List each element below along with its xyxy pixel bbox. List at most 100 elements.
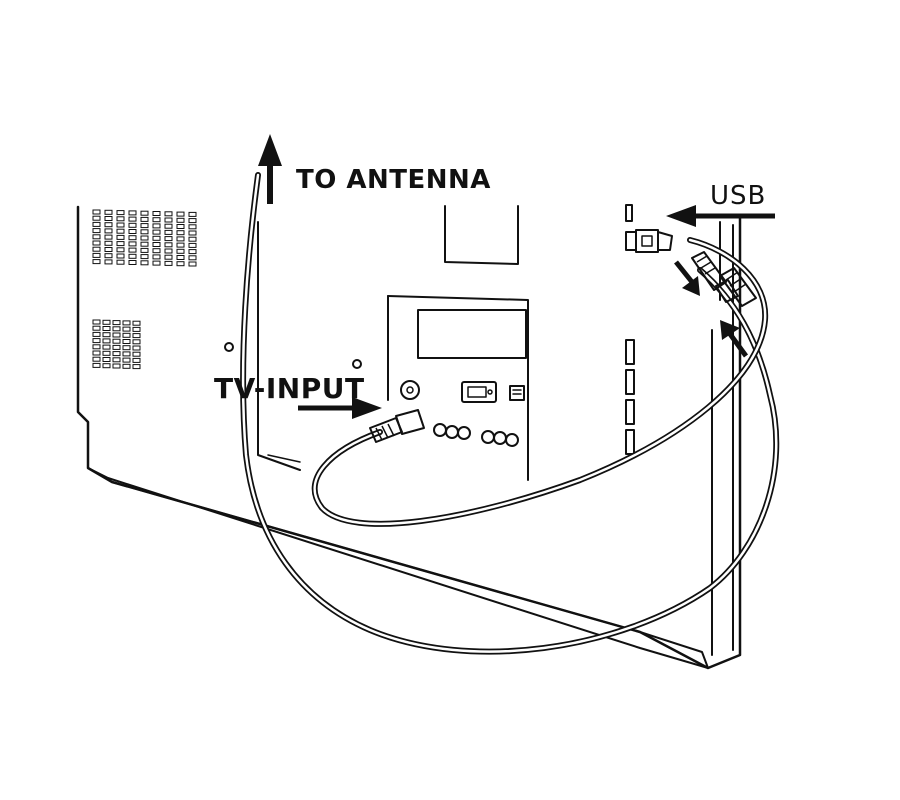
vent-slot: [164, 254, 173, 260]
vent-slot: [116, 228, 125, 234]
vent-slot: [92, 228, 101, 234]
lan-port: [509, 385, 525, 401]
vent-slot: [188, 230, 197, 236]
vent-slot: [112, 351, 121, 357]
vent-slot: [152, 229, 161, 235]
vent-slot: [112, 344, 121, 350]
vent-slot: [176, 230, 185, 236]
vent-slot: [116, 234, 125, 240]
vent-slot: [152, 223, 161, 229]
vent-slot: [152, 242, 161, 247]
vent-slot: [102, 332, 111, 338]
usb-adapter-plugs: [691, 251, 757, 307]
usb-port: [625, 231, 637, 251]
vent-slot: [140, 216, 149, 222]
vent-slot: [92, 350, 101, 356]
vent-slot: [122, 326, 131, 332]
vent-slot: [164, 236, 173, 242]
vent-slot: [188, 255, 197, 261]
tv-rear-panel: [76, 205, 742, 670]
usb-arrow-icon: [666, 205, 775, 227]
vent-slot: [164, 260, 173, 266]
vent-slot: [122, 363, 131, 369]
side-ports: [625, 204, 637, 455]
vent-slot: [176, 211, 185, 217]
vent-slot: [92, 259, 101, 265]
vent-slot: [92, 234, 101, 240]
vent-slot: [176, 261, 185, 267]
vent-slot: [128, 229, 137, 234]
vent-slot: [122, 320, 131, 326]
vent-slot: [116, 210, 125, 216]
vent-slot: [188, 249, 197, 255]
vent-slot: [102, 319, 111, 325]
vent-slot: [104, 222, 113, 228]
vent-slot: [92, 209, 101, 215]
vent-slot: [92, 246, 101, 252]
vent-slot: [132, 339, 141, 345]
vent-slot: [122, 345, 131, 351]
vent-slot: [92, 221, 101, 227]
vent-slot: [140, 210, 149, 216]
vent-slot: [152, 248, 161, 254]
hdmi-port-3: [625, 399, 635, 425]
vent-slot: [128, 210, 137, 216]
vent-slot: [164, 211, 173, 217]
vent-slot: [122, 357, 131, 363]
vent-slot: [112, 332, 121, 338]
vent-slot: [176, 255, 185, 260]
vent-slot: [122, 332, 131, 338]
vga-port: [461, 381, 497, 403]
vent-slot: [164, 242, 173, 248]
vent-slot: [116, 216, 125, 222]
hdmi-port-4: [625, 429, 635, 455]
vent-slot: [92, 215, 101, 221]
vent-slot: [92, 362, 101, 368]
hdmi-port-1: [625, 339, 635, 365]
vent-slot: [92, 252, 101, 258]
vent-slot: [152, 260, 161, 266]
vent-slot: [104, 247, 113, 252]
vent-slot: [112, 338, 121, 344]
vent-slot: [128, 260, 137, 265]
vent-slot: [164, 229, 173, 235]
vent-slot: [112, 357, 121, 363]
vent-slot: [164, 217, 173, 223]
hdmi-port-2: [625, 369, 635, 395]
tv-input-arrow-icon: [298, 397, 382, 419]
vent-grille-lower: [92, 319, 141, 370]
vent-slot: [102, 326, 111, 331]
vent-slot: [164, 223, 173, 229]
antenna-port: [400, 380, 420, 400]
vent-slot: [140, 235, 149, 241]
vent-slot: [92, 344, 101, 350]
vent-slot: [132, 326, 141, 332]
vent-slot: [128, 247, 137, 253]
rear-ports: [400, 380, 525, 447]
antenna-arrow-icon: [258, 134, 282, 204]
adapter-arrow-right-icon: [720, 320, 749, 358]
vent-slot: [176, 217, 185, 223]
vent-slot: [188, 211, 197, 217]
vent-slot: [176, 248, 185, 254]
vent-slot: [104, 240, 113, 246]
vent-slot: [104, 253, 113, 259]
coax-plug: [369, 409, 425, 443]
vent-slot: [104, 259, 113, 265]
vent-slot: [92, 325, 101, 331]
vent-slot: [92, 331, 101, 337]
adapter-arrow-left-icon: [674, 260, 700, 296]
vent-slot: [102, 344, 111, 350]
vent-slot: [122, 351, 131, 357]
label-to-antenna: TO ANTENNA: [296, 165, 491, 195]
vent-slot: [132, 345, 141, 351]
vent-slot: [128, 216, 137, 222]
vent-slot: [188, 224, 197, 230]
vent-slot: [132, 351, 141, 357]
rca-jacks: [433, 423, 519, 447]
vent-slot: [116, 222, 125, 228]
vent-slot: [92, 356, 101, 362]
vent-slot: [140, 260, 149, 266]
vent-slot: [188, 236, 197, 242]
